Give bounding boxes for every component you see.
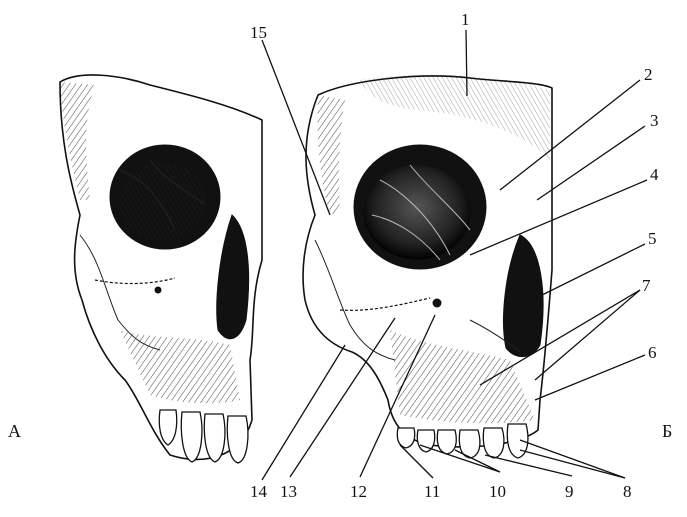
label-13: 13 [280,482,297,501]
label-14: 14 [250,482,268,501]
label-10: 10 [489,482,506,501]
label-12: 12 [350,482,367,501]
label-2: 2 [644,65,653,84]
label-6: 6 [648,343,657,362]
label-11: 11 [424,482,440,501]
label-4: 4 [650,165,659,184]
label-3: 3 [650,111,659,130]
label-5: 5 [648,229,657,248]
skull-drawing-a [60,75,262,463]
panel-labels: А Б [8,421,672,441]
label-8: 8 [623,482,632,501]
panel-label-a: А [8,421,21,441]
label-15: 15 [250,23,267,42]
panel-label-b: Б [662,421,672,441]
label-1: 1 [461,10,470,29]
label-7: 7 [642,276,651,295]
label-9: 9 [565,482,574,501]
